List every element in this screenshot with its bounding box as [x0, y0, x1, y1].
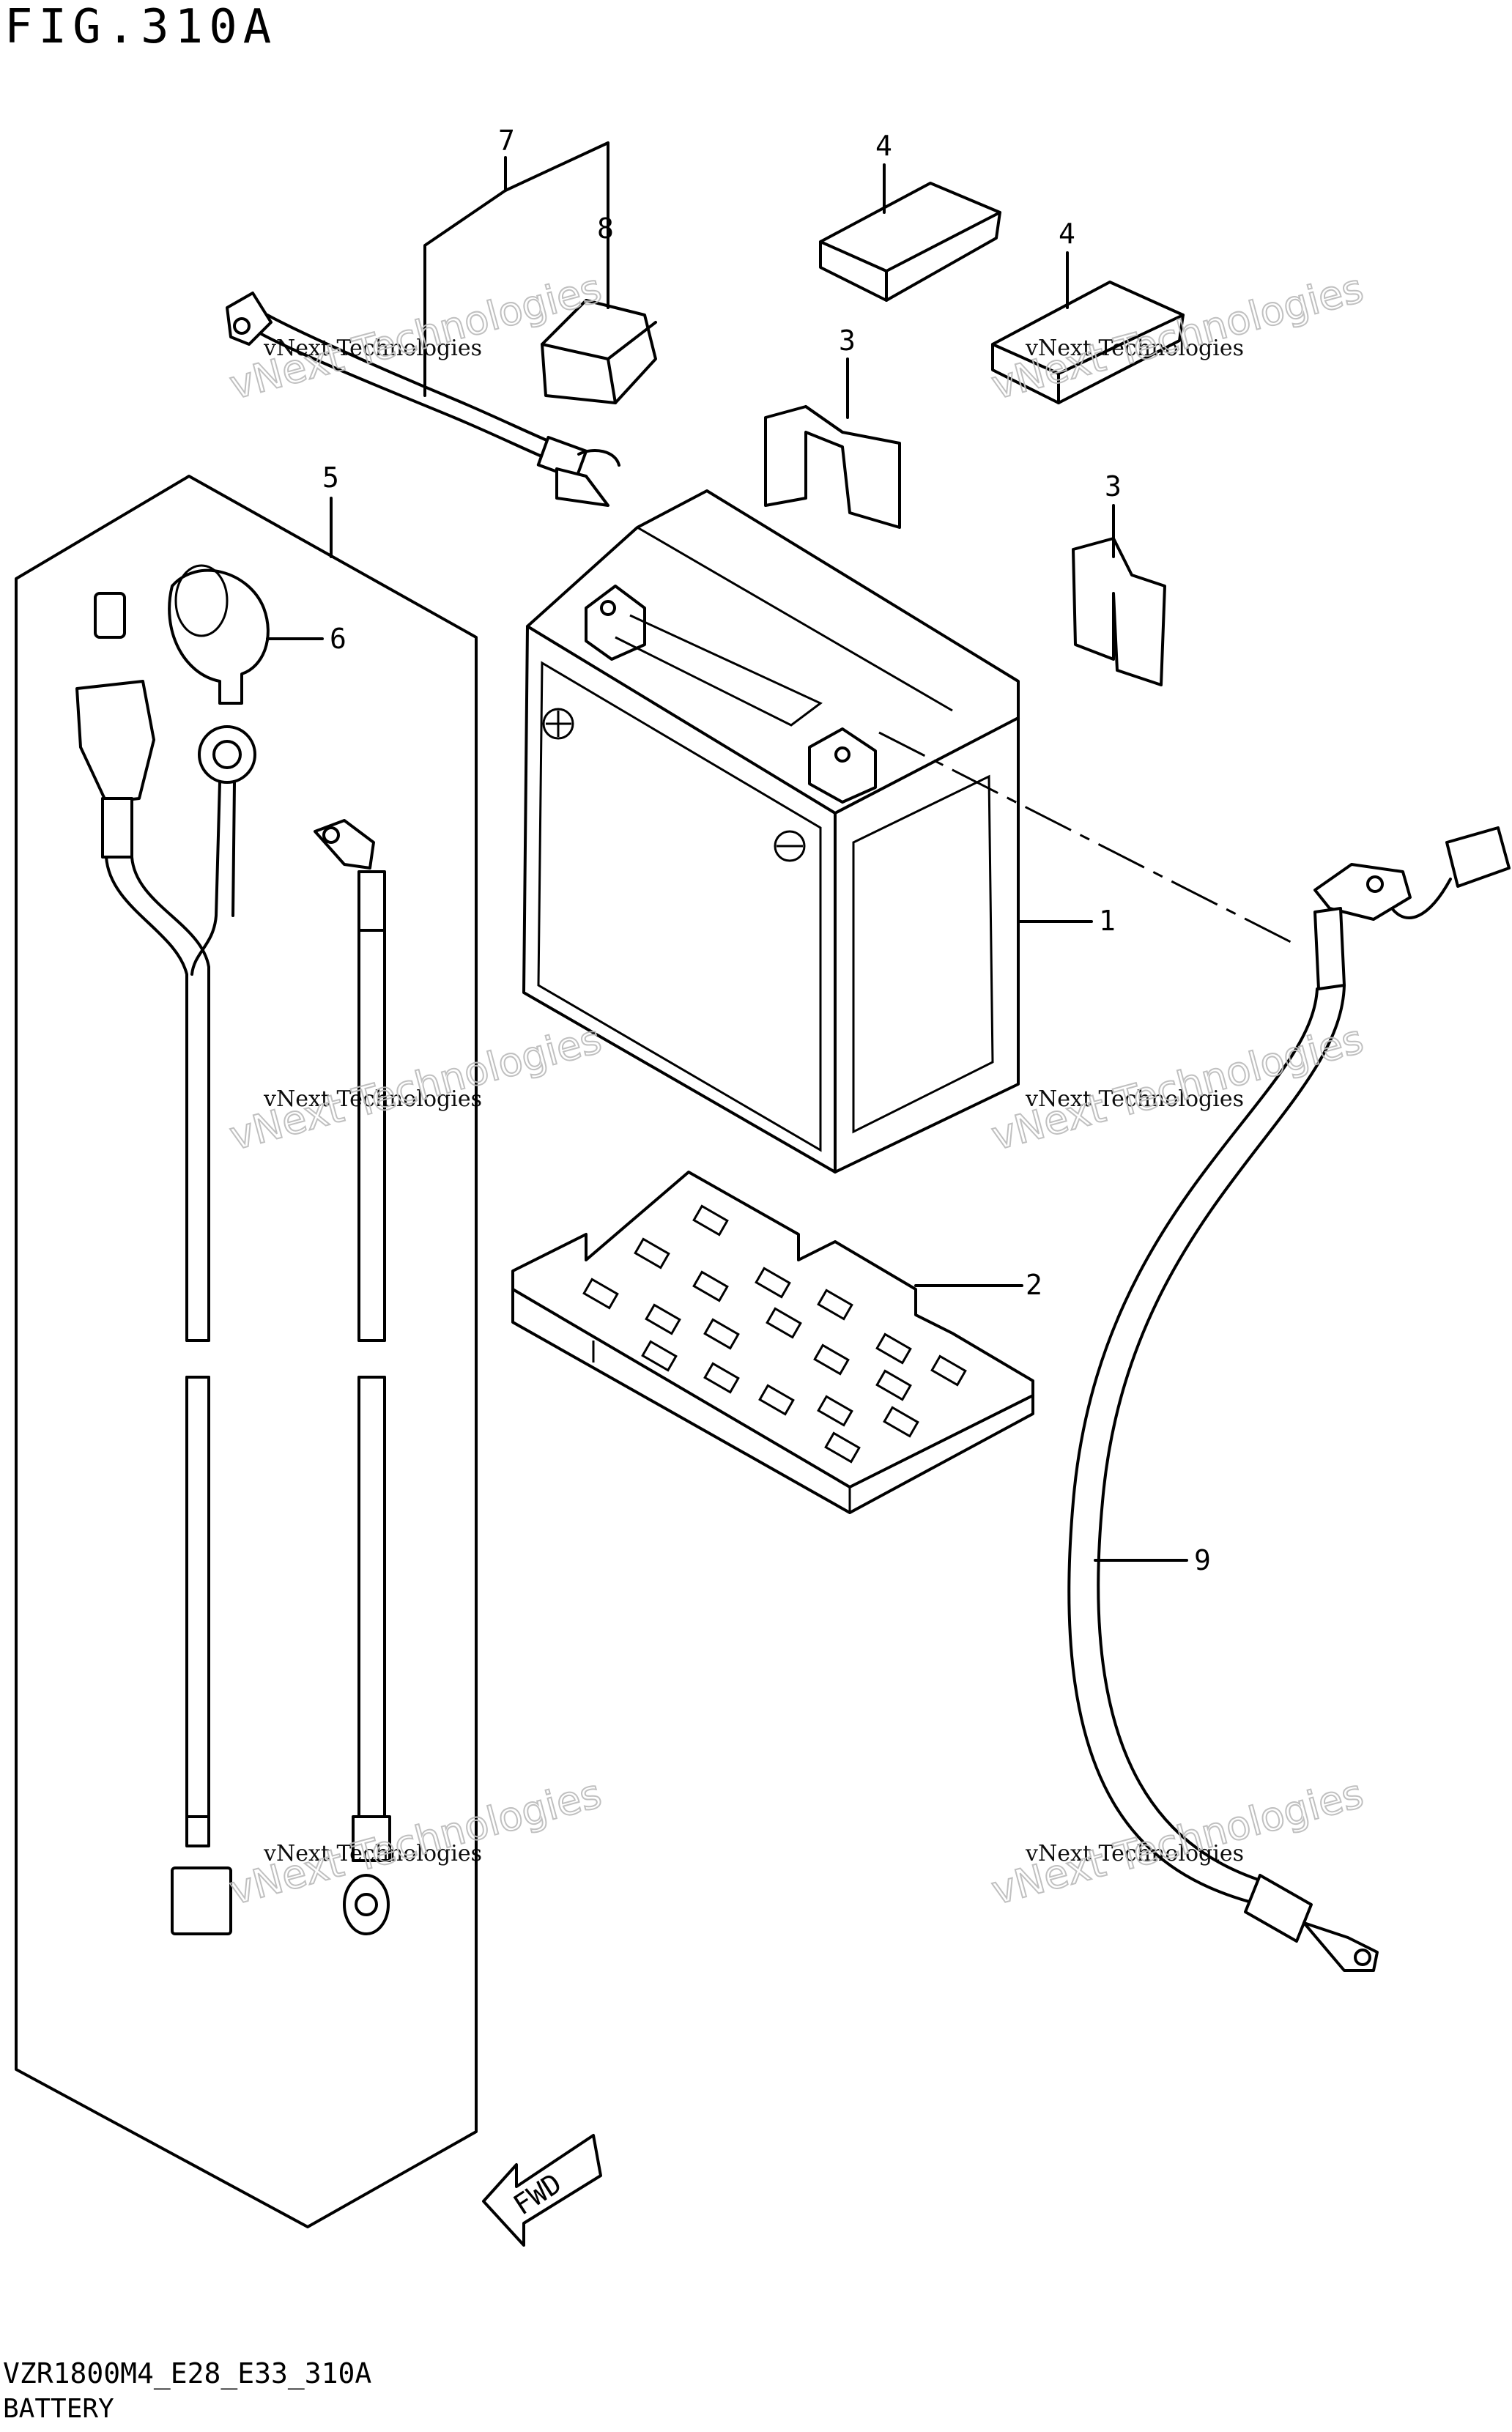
- callout-5: 5: [322, 461, 339, 494]
- spacer-right: 4: [991, 218, 1185, 404]
- callout-4a: 4: [875, 130, 892, 162]
- callout-8: 8: [597, 212, 614, 245]
- watermark-text: vNext Technologies: [263, 1841, 482, 1866]
- callout-9: 9: [1194, 1544, 1211, 1576]
- forward-direction-arrow: FWD: [482, 2134, 602, 2247]
- positive-lead: [226, 292, 620, 507]
- callout-group-7: 7: [423, 125, 609, 397]
- watermark-text: vNext Technologies: [263, 1086, 482, 1112]
- cushion-right: 3: [1072, 470, 1166, 686]
- section-name: BATTERY: [3, 2394, 114, 2424]
- battery-tray: 2: [511, 1171, 1042, 1514]
- watermark-text: vNext Technologies: [1025, 1086, 1244, 1112]
- callout-3a: 3: [839, 325, 856, 357]
- callout-3b: 3: [1105, 470, 1122, 503]
- terminal-cover: 8: [541, 212, 657, 404]
- watermark-text: vNext Technologies: [1025, 335, 1244, 361]
- callout-1: 1: [1099, 905, 1116, 937]
- cushion-left: 3: [764, 325, 901, 529]
- watermark-text: vNext Technologies: [1025, 1841, 1244, 1866]
- watermark-text: vNext Technologies: [263, 335, 482, 361]
- model-code: VZR1800M4_E28_E33_310A: [3, 2357, 372, 2390]
- callout-2: 2: [1026, 1269, 1042, 1301]
- negative-lead: 9: [1067, 826, 1511, 1972]
- callout-7: 7: [498, 125, 515, 157]
- terminal-cap: 6: [168, 564, 346, 705]
- callout-6: 6: [330, 623, 346, 655]
- harness-frame: [15, 475, 478, 2228]
- figure-title: FIG.310A: [4, 0, 278, 54]
- tray-slots: [582, 1204, 967, 1464]
- callout-4b: 4: [1059, 218, 1075, 250]
- wiring-harness: [75, 592, 256, 1935]
- battery: 1: [522, 489, 1297, 1174]
- callout-group-5: 5: [322, 461, 339, 558]
- harness-ground-lead: [314, 819, 391, 1935]
- spacer-left: 4: [819, 130, 1001, 302]
